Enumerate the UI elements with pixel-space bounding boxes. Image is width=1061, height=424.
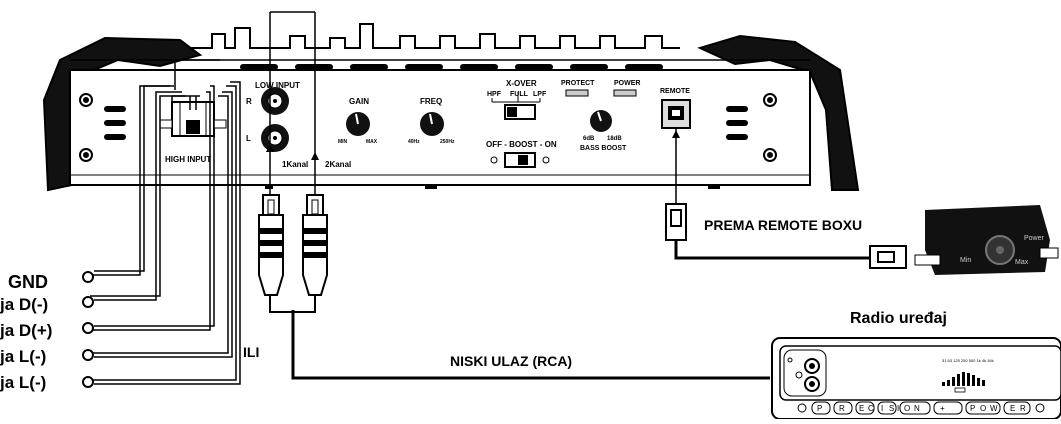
svg-text:P: P [970,404,975,413]
svg-text:W: W [990,404,998,413]
freq-knob[interactable] [420,112,444,136]
protect-label: PROTECT [561,80,595,87]
screws [79,93,777,162]
vent-slots [240,64,663,70]
speaker-terminals [82,271,94,388]
low-input-label: LOW INPUT [255,81,300,90]
radio-button[interactable] [811,401,831,415]
svg-text:S: S [889,404,894,413]
svg-text:+: + [940,404,945,413]
svg-text:I: I [897,404,899,413]
svg-text:E: E [859,404,864,413]
radio-button-letters: P R E C I S I O N + P O W E R [817,404,1026,413]
radio-button[interactable] [965,401,1001,415]
channel-1-label: 1Kanal [282,160,308,169]
radio-button[interactable] [933,401,963,415]
radio-button[interactable] [877,401,897,415]
r-label: R [246,97,252,106]
high-input-label: HIGH INPUT [165,155,211,164]
remote-box-min-label: Min [960,257,971,264]
boost-switch[interactable] [490,152,550,168]
gain-min-label: MIN [338,139,348,145]
svg-text:I: I [881,404,883,413]
line3-label: ja L(-) [0,347,46,366]
xover-full-label: FULL [510,91,529,98]
bass-min-label: 6dB [583,136,595,142]
xover-switch[interactable] [504,104,536,120]
xover-lpf-label: LPF [533,91,547,98]
svg-text:31 63 125 250 500 1k 4k 16k: 31 63 125 250 500 1k 4k 16k [942,358,994,363]
ili-label: ILI [243,344,259,360]
feet [265,184,720,189]
freq-min-label: 40Hz [408,139,420,145]
gain-label: GAIN [349,97,369,106]
radio-bottom-buttons [797,401,1045,415]
svg-text:O: O [904,404,910,413]
protect-led [565,89,589,97]
xover-hpf-label: HPF [487,91,502,98]
channel-2-label: 2Kanal [325,160,351,169]
arrows [266,130,680,160]
svg-text:O: O [980,404,986,413]
remote-box: Power Min Max [914,205,1059,275]
niski-ulaz-label: NISKI ULAZ (RCA) [450,353,572,369]
radio-label: Radio uređaj [850,310,947,327]
radio-button[interactable] [833,401,853,415]
amplifier: HIGH INPUT LOW INPUT R L 1Kanal 2Kanal G… [42,23,860,192]
svg-text:C: C [868,404,874,413]
bass-max-label: 18dB [607,136,622,142]
power-led [613,89,637,97]
remote-box-max-label: Max [1015,259,1029,266]
line2-label: ja D(+) [0,321,52,340]
svg-text:R: R [1020,404,1026,413]
gain-knob[interactable] [346,112,370,136]
bass-boost-label: BASS BOOST [580,145,627,152]
remote-plug-right [869,245,907,269]
radio-button[interactable] [1003,401,1031,415]
svg-text:R: R [839,404,845,413]
l-label: L [246,134,251,143]
left-vents [104,106,126,140]
line4-label: ja L(-) [0,373,46,392]
gnd-label: GND [8,272,48,292]
svg-text:N: N [914,404,920,413]
freq-label: FREQ [420,97,442,106]
svg-text:E: E [1010,404,1015,413]
xover-label: X-OVER [506,79,537,88]
rca-plug-right [302,194,328,296]
right-handle [697,34,860,191]
left-handle [42,36,203,192]
remote-label: REMOTE [660,88,690,95]
radio-button[interactable] [899,401,931,415]
svg-text:P: P [817,404,822,413]
remote-plug-top [665,203,687,241]
rca-jack-r[interactable] [261,87,289,115]
prema-remote-label: PREMA REMOTE BOXU [704,217,862,233]
remote-port[interactable] [661,99,691,129]
freq-max-label: 250Hz [440,139,455,145]
rca-jack-l[interactable] [261,124,289,152]
radio-button[interactable] [855,401,875,415]
right-vents [726,106,748,140]
wiring [90,11,870,385]
boost-switch-label: OFF - BOOST - ON [486,140,557,149]
remote-box-power-label: Power [1024,235,1045,242]
power-label: POWER [614,80,640,87]
gain-max-label: MAX [366,139,378,145]
rca-plug-left [258,194,284,296]
heatsink-fins [190,23,680,49]
line1-label: ja D(-) [0,295,48,314]
radio-spectrum [942,372,985,386]
radio-unit: 31 63 125 250 500 1k 4k 16k P R E C I S … [771,337,1061,420]
bass-boost-knob[interactable] [590,110,612,132]
